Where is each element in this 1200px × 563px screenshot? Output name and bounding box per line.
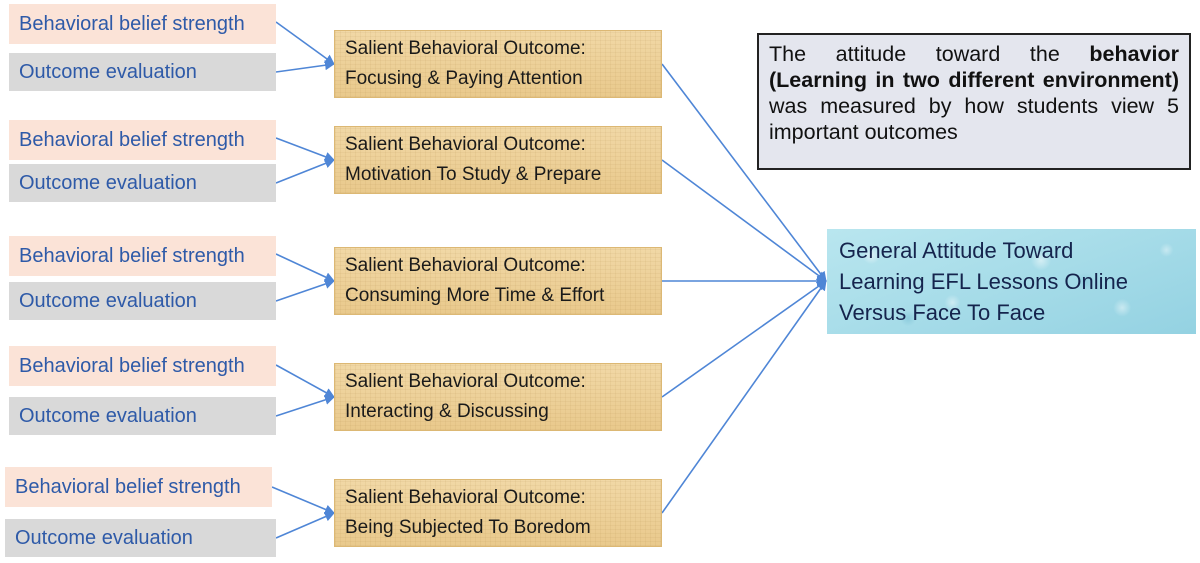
outcome-evaluation-box-3: Outcome evaluation: [9, 282, 276, 320]
outcome-name: Focusing & Paying Attention: [345, 68, 583, 89]
belief-strength-box-4: Behavioral belief strength: [9, 346, 276, 386]
arrow-outcome-4-to-general: [661, 280, 827, 398]
belief-strength-box-3: Behavioral belief strength: [9, 236, 276, 276]
outcome-evaluation-box-5: Outcome evaluation: [5, 519, 276, 557]
outcome-heading: Salient Behavioral Outcome:: [345, 134, 586, 155]
note-text-end: was measured by how students view 5 impo…: [769, 94, 1179, 144]
outcome-name: Consuming More Time & Effort: [345, 285, 605, 306]
arrow-outcome-5-to-general: [661, 280, 827, 514]
belief-strength-label: Behavioral belief strength: [19, 354, 245, 377]
note-text-start: The attitude toward the: [769, 42, 1090, 66]
belief-strength-label: Behavioral belief strength: [15, 475, 241, 498]
arrow-evaluation-2: [275, 158, 335, 184]
salient-outcome-box-2: Salient Behavioral Outcome: Motivation T…: [334, 126, 662, 194]
general-attitude-line-3: Versus Face To Face: [839, 300, 1046, 325]
note-behavior-emphasis: behavior (Learning in two different envi…: [769, 42, 1179, 92]
outcome-evaluation-label: Outcome evaluation: [15, 526, 193, 549]
arrow-belief-4: [275, 364, 335, 398]
outcome-evaluation-label: Outcome evaluation: [19, 289, 197, 312]
belief-strength-box-5: Behavioral belief strength: [5, 467, 272, 507]
salient-outcome-box-1: Salient Behavioral Outcome: Focusing & P…: [334, 30, 662, 98]
outcome-evaluation-label: Outcome evaluation: [19, 60, 197, 83]
belief-strength-box-1: Behavioral belief strength: [9, 4, 276, 44]
outcome-evaluation-box-2: Outcome evaluation: [9, 164, 276, 202]
outcome-name: Being Subjected To Boredom: [345, 517, 591, 538]
arrow-belief-2: [275, 137, 335, 162]
arrow-outcome-2-to-general: [661, 159, 827, 282]
explanation-note: The attitude toward the behavior (Learni…: [757, 33, 1191, 170]
general-attitude-line-1: General Attitude Toward: [839, 238, 1074, 263]
outcome-evaluation-label: Outcome evaluation: [19, 171, 197, 194]
arrow-evaluation-1: [275, 60, 335, 73]
salient-outcome-box-4: Salient Behavioral Outcome: Interacting …: [334, 363, 662, 431]
belief-strength-label: Behavioral belief strength: [19, 128, 245, 151]
outcome-evaluation-box-1: Outcome evaluation: [9, 53, 276, 91]
arrow-belief-1: [275, 21, 335, 65]
salient-outcome-box-5: Salient Behavioral Outcome: Being Subjec…: [334, 479, 662, 547]
outcome-heading: Salient Behavioral Outcome:: [345, 371, 586, 392]
belief-strength-label: Behavioral belief strength: [19, 244, 245, 267]
outcome-evaluation-box-4: Outcome evaluation: [9, 397, 276, 435]
belief-strength-box-2: Behavioral belief strength: [9, 120, 276, 160]
salient-outcome-box-3: Salient Behavioral Outcome: Consuming Mo…: [334, 247, 662, 315]
outcome-name: Interacting & Discussing: [345, 401, 549, 422]
outcome-name: Motivation To Study & Prepare: [345, 164, 602, 185]
outcome-heading: Salient Behavioral Outcome:: [345, 38, 586, 59]
outcome-heading: Salient Behavioral Outcome:: [345, 487, 586, 508]
outcome-heading: Salient Behavioral Outcome:: [345, 255, 586, 276]
arrow-evaluation-3: [275, 279, 335, 302]
general-attitude-box: General Attitude Toward Learning EFL Les…: [827, 229, 1196, 334]
belief-strength-label: Behavioral belief strength: [19, 12, 245, 35]
arrow-evaluation-4: [275, 395, 335, 417]
arrow-belief-3: [275, 253, 335, 282]
outcome-evaluation-label: Outcome evaluation: [19, 404, 197, 427]
arrow-evaluation-5: [275, 511, 335, 539]
arrow-belief-5: [271, 486, 335, 515]
general-attitude-line-2: Learning EFL Lessons Online: [839, 269, 1129, 294]
